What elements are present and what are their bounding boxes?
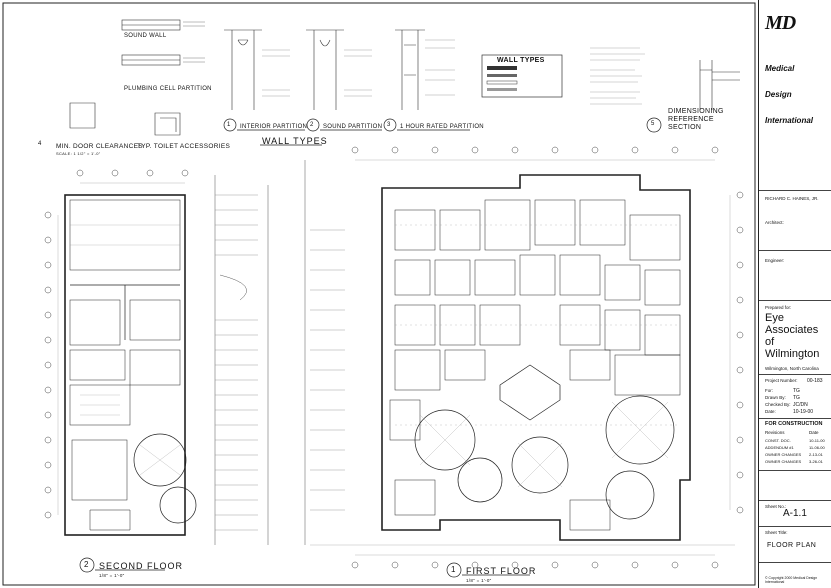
detail-5-title: DIMENSIONING REFERENCE SECTION bbox=[668, 108, 724, 131]
parking-area bbox=[214, 160, 306, 545]
first-floor-plan bbox=[381, 174, 691, 541]
status-label: FOR CONSTRUCTION bbox=[765, 421, 823, 427]
detail-2-num: 2 bbox=[310, 122, 314, 128]
detail-2-title: SOUND PARTITION bbox=[323, 124, 383, 130]
title-block: MD Medical Design International RICHARD … bbox=[758, 0, 831, 588]
sheet-no-label: Sheet No.: bbox=[765, 504, 787, 509]
architect-label: Architect: bbox=[765, 220, 784, 225]
project-name-2: Associates bbox=[765, 324, 819, 336]
revision-date: 11-06-00 bbox=[809, 445, 825, 450]
detail-3-num: 3 bbox=[387, 122, 391, 128]
date-label: Date: bbox=[765, 409, 776, 414]
project-name-1: Eye bbox=[765, 312, 784, 324]
detail-6-title: TYP. TOILET ACCESSORIES bbox=[137, 143, 231, 150]
second-floor-scale: 1/8" = 1'-0" bbox=[99, 573, 125, 578]
wall-types-box-title: WALL TYPES bbox=[497, 57, 545, 64]
revision-desc: OWNER CHANGES bbox=[765, 452, 802, 457]
detail-5-num: 5 bbox=[651, 121, 655, 127]
first-floor-title: FIRST FLOOR bbox=[466, 566, 537, 576]
sheet-title: FLOOR PLAN bbox=[767, 542, 817, 549]
detail-4-title: MIN. DOOR CLEARANCES bbox=[56, 143, 143, 150]
project-location: Wilmington, North Carolina bbox=[765, 366, 819, 371]
revision-date: 2-13-01 bbox=[809, 452, 823, 457]
architect-name: RICHARD C. HAINES, JR. bbox=[765, 196, 819, 201]
second-floor-title: SECOND FLOOR bbox=[99, 561, 184, 571]
for-label: For: bbox=[765, 388, 774, 393]
detail-4-num: 4 bbox=[38, 141, 42, 147]
project-number-label: Project Number: bbox=[765, 378, 798, 383]
plan-drawing bbox=[2, 2, 756, 586]
revisions-header: Revisions bbox=[765, 430, 785, 435]
second-floor-num: 2 bbox=[84, 560, 89, 569]
sound-wall-label: SOUND WALL bbox=[124, 33, 167, 39]
firm-line3: International bbox=[765, 116, 814, 125]
detail-1-title: INTERIOR PARTITION bbox=[240, 124, 308, 130]
checked-value: JC/DN bbox=[793, 402, 808, 408]
sheet-title-label: Sheet Title: bbox=[765, 530, 788, 535]
revision-date: 3-26-01 bbox=[809, 459, 823, 464]
wall-types-title: WALL TYPES bbox=[262, 136, 328, 146]
first-floor-scale: 1/8" = 1'-0" bbox=[466, 578, 492, 583]
revision-desc: ADDENDUM #1 bbox=[765, 445, 794, 450]
revision-desc: CONST. DOC. bbox=[765, 438, 791, 443]
detail-4-scale: SCALE: 1 1/2" = 1'-0" bbox=[56, 151, 101, 156]
revision-date: 10-11-00 bbox=[809, 438, 825, 443]
firm-line1: Medical bbox=[765, 64, 795, 73]
project-number: 00-183 bbox=[807, 378, 823, 384]
plumbing-wall-label: PLUMBING CELL PARTITION bbox=[124, 86, 212, 92]
date-value: 10-19-00 bbox=[793, 409, 814, 415]
firm-logo: MD bbox=[765, 12, 796, 34]
partition-sections bbox=[224, 29, 425, 110]
drawn-value: TG bbox=[793, 395, 800, 401]
project-name-3: of bbox=[765, 336, 775, 348]
copyright: © Copyright 2000 Medical Design Internat… bbox=[765, 576, 818, 584]
project-name-4: Wilmington bbox=[765, 348, 820, 360]
detail-3-title: 1 HOUR RATED PARTITION bbox=[400, 124, 484, 130]
for-value: TG bbox=[793, 388, 800, 394]
drawn-label: Drawn By: bbox=[765, 395, 786, 400]
revisions-date-header: Date bbox=[809, 430, 819, 435]
revision-desc: OWNER CHANGES bbox=[765, 459, 802, 464]
detail-1-num: 1 bbox=[227, 122, 231, 128]
engineer-label: Engineer: bbox=[765, 258, 785, 263]
first-floor-num: 1 bbox=[451, 565, 456, 574]
checked-label: Checked By: bbox=[765, 402, 791, 407]
firm-line2: Design bbox=[765, 90, 792, 99]
second-floor-plan bbox=[64, 194, 197, 536]
prepared-for-label: Prepared for: bbox=[765, 305, 792, 310]
wall-section-details bbox=[69, 19, 181, 136]
sheet-no: A-1.1 bbox=[783, 508, 807, 519]
